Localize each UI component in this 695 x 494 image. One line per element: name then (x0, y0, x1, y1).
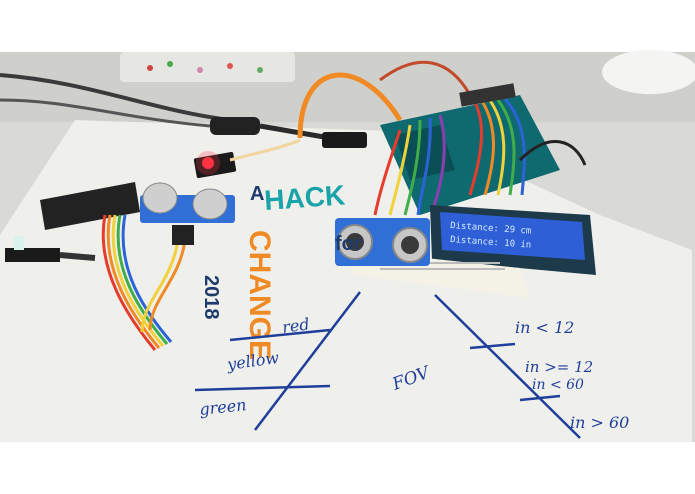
box-components (147, 61, 263, 73)
red-wire (379, 60, 472, 96)
note-red: red (281, 314, 311, 337)
note-green: green (198, 395, 247, 419)
led-wires (229, 138, 301, 162)
ultrasonic-2-transducer-left (142, 182, 178, 214)
ir-led (14, 236, 24, 250)
ultrasonic-mesh-left (346, 233, 364, 251)
arduino-chip-area (395, 125, 455, 180)
usb-cable (259, 123, 331, 141)
logo-word-change: CHANGE (243, 230, 276, 360)
usb-plug (322, 132, 367, 148)
logo-word-for: for (335, 233, 362, 255)
gray-cable (0, 98, 211, 128)
orange-wire (297, 72, 403, 139)
note-range-2a: in >= 12 (525, 358, 593, 376)
rgb-led-halo (196, 151, 220, 175)
ultrasonic-mesh-right (401, 236, 419, 254)
breadboard-holes (380, 262, 505, 270)
parts-box (120, 52, 295, 82)
ir-sensor-module (5, 248, 60, 262)
logo-prefix: A (250, 183, 264, 205)
lcd-screen (440, 212, 585, 260)
note-range-1: in < 12 (515, 318, 574, 337)
handwritten-lines (194, 291, 581, 439)
logo-word-hack: HACK (263, 179, 346, 216)
logo-year: 2018 (200, 275, 222, 320)
jumper-bundle (373, 93, 587, 216)
usb-ferrite (210, 117, 260, 135)
table-back (0, 52, 695, 122)
black-cable (0, 73, 231, 122)
ir-sensor-plug (59, 252, 96, 261)
rgb-led-glow (202, 157, 214, 169)
ribbon-connector (40, 182, 140, 230)
white-cup (602, 50, 695, 94)
rainbow-ribbon (101, 214, 187, 351)
ultrasonic-2-transducer-right (192, 188, 228, 220)
note-range-2b: in < 60 (532, 377, 584, 393)
note-range-3: in > 60 (570, 413, 629, 432)
sensor-2-connector (172, 225, 194, 245)
header-connector (459, 83, 516, 107)
